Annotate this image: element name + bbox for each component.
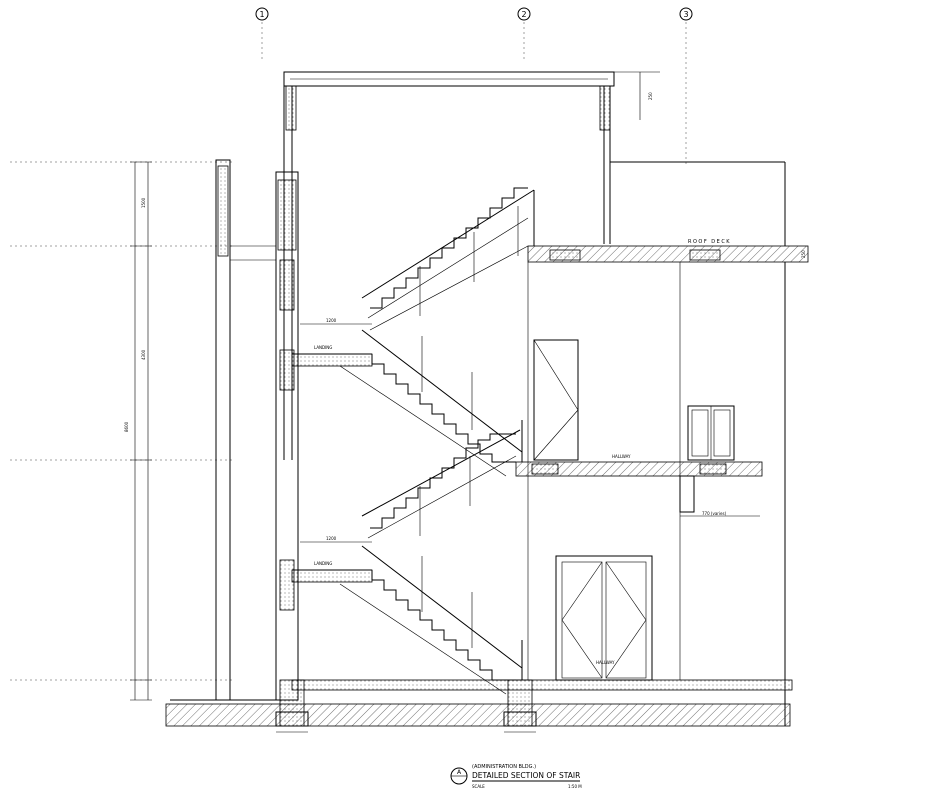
title-main: DETAILED SECTION OF STAIR [472,771,580,780]
title-block: A (ADMINISTRATION BLDG.) DETAILED SECTIO… [450,764,582,789]
dim-landing-upper: 1200 [326,318,337,323]
landing-lower-label: LANDING [314,561,332,566]
scale-value: 1:50 M [568,784,582,789]
dim-left-mid: 4300 [141,349,146,360]
grid-marker-3: 3 [679,7,693,21]
lower-landing: LANDING 1200 [291,536,373,583]
dim-deck-right: 250 [801,250,806,258]
dim-left-total: 8600 [124,421,129,432]
upper-stair-flight [361,187,535,331]
dim-cantilever: 770 (varies) [702,511,727,516]
title-sub: (ADMINISTRATION BLDG.) [472,764,536,770]
section-mark: A [457,769,462,776]
mid-door [533,339,579,461]
right-window [687,405,735,461]
footings [275,679,537,733]
roof-frame: 250 [283,71,660,460]
roof-deck-label: ROOF DECK [688,239,731,245]
mid-floor-slab: HALLWAY 770 (varies) [515,454,763,517]
hallway-mid-label: HALLWAY [612,454,631,459]
grid-lines [10,22,687,681]
roof-deck-slab: ROOF DECK 250 [527,161,809,263]
grid-marker-3-label: 3 [683,10,688,19]
middle-stair-flight [339,329,523,477]
upper-landing: LANDING 1200 [291,318,373,367]
hallway-ground-label: HALLWAY [596,660,615,665]
right-building-wall [527,262,786,726]
left-exterior-wall [215,159,299,701]
grid-marker-2-label: 2 [521,10,526,19]
landing-upper-label: LANDING [314,345,332,350]
left-dimension-chain: 8600 1500 4300 [124,161,152,701]
dim-roof-thk: 250 [648,92,653,100]
dim-landing-lower: 1200 [326,536,337,541]
grid-marker-2: 2 [517,7,531,21]
dim-left-upper: 1500 [141,197,146,208]
scale-label: SCALE [472,784,485,789]
grid-marker-1: 1 [255,7,269,21]
ground-stair-flight [339,545,523,695]
ground-slab: HALLWAY [165,660,793,727]
lower-stair-flight [361,429,521,539]
grid-marker-1-label: 1 [259,10,264,19]
